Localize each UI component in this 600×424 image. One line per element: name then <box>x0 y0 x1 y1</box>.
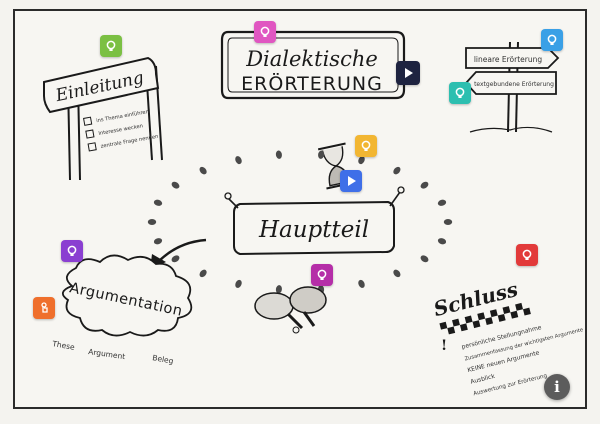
circle-dot <box>443 219 453 225</box>
circle-dot <box>171 181 180 189</box>
circle-dot <box>171 255 180 263</box>
exclamation-mark: ! <box>441 338 447 354</box>
lightbulb-icon <box>106 40 116 51</box>
argumentation-cloud: Argumentation These Argument Beleg <box>51 254 193 366</box>
circle-dot <box>199 269 207 278</box>
lightbulb-icon <box>455 87 465 98</box>
checker-square <box>477 312 486 321</box>
lightbulb-icon <box>317 269 327 280</box>
lightbulb-icon <box>260 26 270 37</box>
center-label: Hauptteil <box>258 217 369 243</box>
checker-square <box>515 302 523 311</box>
checker-square <box>472 320 481 329</box>
checker-square <box>452 318 460 327</box>
circle-dot <box>235 279 242 288</box>
play-icon <box>348 176 356 186</box>
hotspot-intro-button[interactable] <box>100 35 122 57</box>
circle-dot <box>275 285 282 294</box>
hotspot-paddles-button[interactable] <box>311 264 333 286</box>
hotspot-title-button[interactable] <box>254 21 276 43</box>
checker-square <box>522 307 531 316</box>
checker-square <box>489 309 498 318</box>
lightbulb-icon <box>67 245 77 256</box>
hotspot-conclusion-button[interactable] <box>516 244 538 266</box>
center-banner: Hauptteil <box>224 186 405 256</box>
argumentation-word-1: These <box>51 339 76 352</box>
circle-dot <box>437 238 447 245</box>
circle-dot <box>358 156 365 165</box>
hotspot-argumentation-button[interactable] <box>61 240 83 262</box>
hotspot-signpost-button[interactable] <box>541 29 563 51</box>
hotspot-thesis-button[interactable] <box>33 297 55 319</box>
title-line1: Dialektische <box>245 47 378 71</box>
lightbulb-icon <box>522 249 532 260</box>
checker-square <box>497 313 506 322</box>
circle-dot <box>153 199 163 206</box>
circle-dot <box>420 255 429 263</box>
circle-dot <box>420 181 429 189</box>
checker-square <box>510 310 519 319</box>
checker-square <box>502 306 511 314</box>
play-icon <box>405 68 413 78</box>
signpost-sign-1: lineare Erörterung <box>474 55 543 64</box>
checker-square <box>439 321 448 330</box>
checker-square <box>464 315 473 324</box>
circle-dot <box>393 269 401 278</box>
title-line2: ERÖRTERUNG <box>241 72 383 95</box>
circle-dot <box>147 219 157 225</box>
hourglass-video-button[interactable] <box>340 170 362 192</box>
circle-dot <box>437 199 447 206</box>
title-video-button[interactable] <box>396 61 420 85</box>
dotted-circle <box>147 150 453 294</box>
lightbulb-icon <box>547 34 557 45</box>
circle-dot <box>153 238 163 245</box>
checker-square <box>447 326 456 335</box>
checker-square <box>485 317 494 325</box>
hotspot-hourglass-button[interactable] <box>355 135 377 157</box>
circle-dot <box>393 166 401 175</box>
lightbulb-icon <box>361 140 371 151</box>
touch-hand-icon <box>41 302 48 313</box>
signpost: lineare Erörterung textgebundene Erörter… <box>464 41 560 133</box>
paddles-sketch <box>254 286 327 334</box>
argumentation-word-3: Beleg <box>152 353 175 366</box>
hotspot-signpost-lower-button[interactable] <box>449 82 471 104</box>
circle-dot <box>318 150 325 159</box>
checker-square <box>459 323 468 332</box>
signpost-sign-2: textgebundene Erörterung <box>474 81 554 88</box>
circle-dot <box>199 166 207 175</box>
info-button[interactable]: i <box>544 374 570 400</box>
circle-dot <box>235 156 242 165</box>
title-plaque: Dialektische ERÖRTERUNG <box>220 30 406 100</box>
circle-dot <box>358 279 365 288</box>
circle-dot <box>275 150 282 159</box>
